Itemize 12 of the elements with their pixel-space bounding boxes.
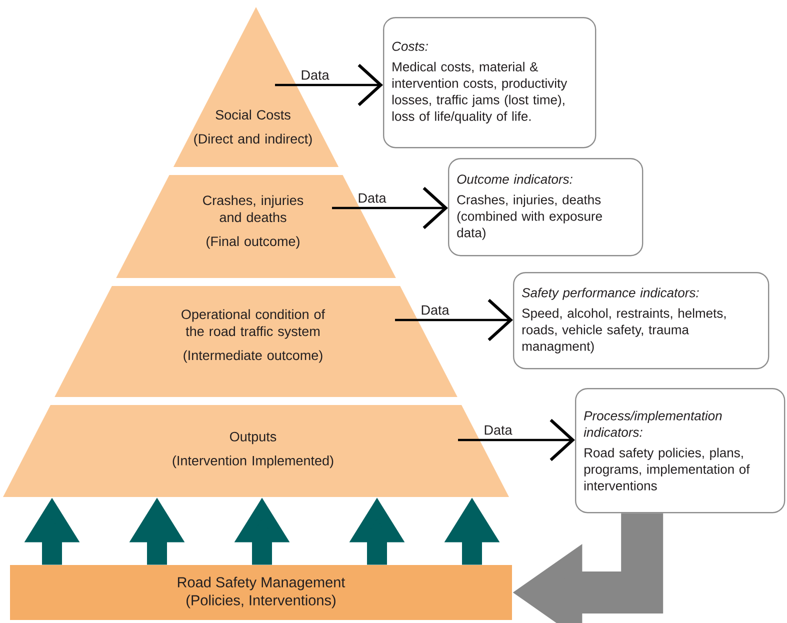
indicator-box: Outcome indicators: Crashes, injuries, deaths (combined with exposure data) [448, 158, 644, 256]
indicator-box: Safety performance indicators: Speed, alcohol, restraints, helmets, roads, vehicle safety, trauma managment) [513, 272, 770, 370]
arrow [332, 186, 448, 230]
arrow [458, 418, 575, 462]
base-bar: Road Safety Management (Policies, Interventions) [10, 565, 512, 620]
arrow [395, 298, 513, 342]
edge-label: Data [302, 70, 330, 80]
edge-label: Data [358, 193, 386, 203]
indicator-box: Costs: Medical costs, material & intervention costs, productivity losses, traffic jams (lost time), loss of life/quality of life. [383, 17, 596, 148]
indicator-box: Process/implementation indicators: Road safety policies, plans, programs, implementation of interventions [575, 388, 786, 514]
edge-label: Data [422, 305, 450, 315]
arrow [275, 64, 383, 106]
